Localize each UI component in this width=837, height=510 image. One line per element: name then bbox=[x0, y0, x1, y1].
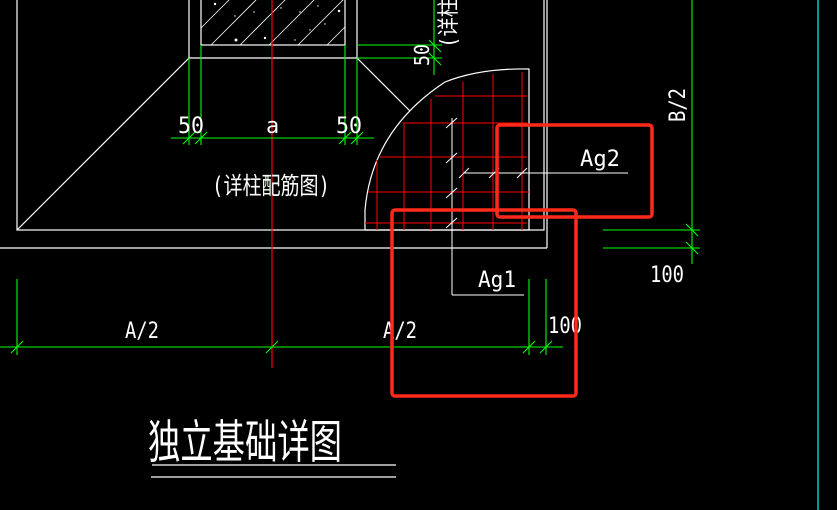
column-hatch bbox=[200, 0, 346, 46]
drawing-title: 独立基础详图 bbox=[148, 415, 342, 469]
labels: 50 a 50 (详柱配筋图) A/2 A/2 100 100 Ag1 Ag2 … bbox=[125, 0, 691, 469]
rebar-grid bbox=[365, 72, 529, 230]
slope-line-left bbox=[16, 57, 190, 231]
dimension-lines bbox=[0, 0, 700, 355]
highlight-box-ag1[interactable] bbox=[390, 208, 578, 398]
dim-column-width-text: a bbox=[266, 114, 279, 139]
dim-right-offset-text: 50 bbox=[336, 114, 362, 139]
dim-top-offset-text: 50 bbox=[410, 44, 434, 66]
rebar-label-ag2: Ag2 bbox=[580, 147, 620, 172]
dim-cover-right-text: 100 bbox=[650, 263, 684, 288]
column-note-vertical-text: (详柱 bbox=[437, 0, 462, 48]
concrete-aggregate-dots bbox=[213, 2, 341, 42]
column-outline bbox=[200, 0, 346, 46]
rebar-label-ag1: Ag1 bbox=[478, 268, 516, 293]
title-underline bbox=[151, 464, 396, 478]
footing-inner-outline bbox=[16, 0, 545, 231]
column-note-text: (详柱配筋图) bbox=[212, 172, 330, 200]
dimension-ticks bbox=[10, 39, 699, 354]
highlight-boxes[interactable] bbox=[390, 123, 654, 398]
dim-left-offset-text: 50 bbox=[178, 114, 204, 139]
slope-line-right bbox=[356, 57, 411, 112]
dim-half-depth-text: B/2 bbox=[666, 88, 691, 122]
foundation-outline bbox=[0, 0, 548, 249]
column-section bbox=[200, 0, 346, 46]
highlight-box-ag2[interactable] bbox=[495, 123, 654, 219]
dim-half-width-right-text: A/2 bbox=[383, 319, 417, 344]
rebar-leaders bbox=[445, 117, 628, 296]
rebar-detail bbox=[364, 68, 628, 296]
cutaway-arc bbox=[364, 68, 530, 231]
dim-half-width-left-text: A/2 bbox=[125, 319, 159, 344]
